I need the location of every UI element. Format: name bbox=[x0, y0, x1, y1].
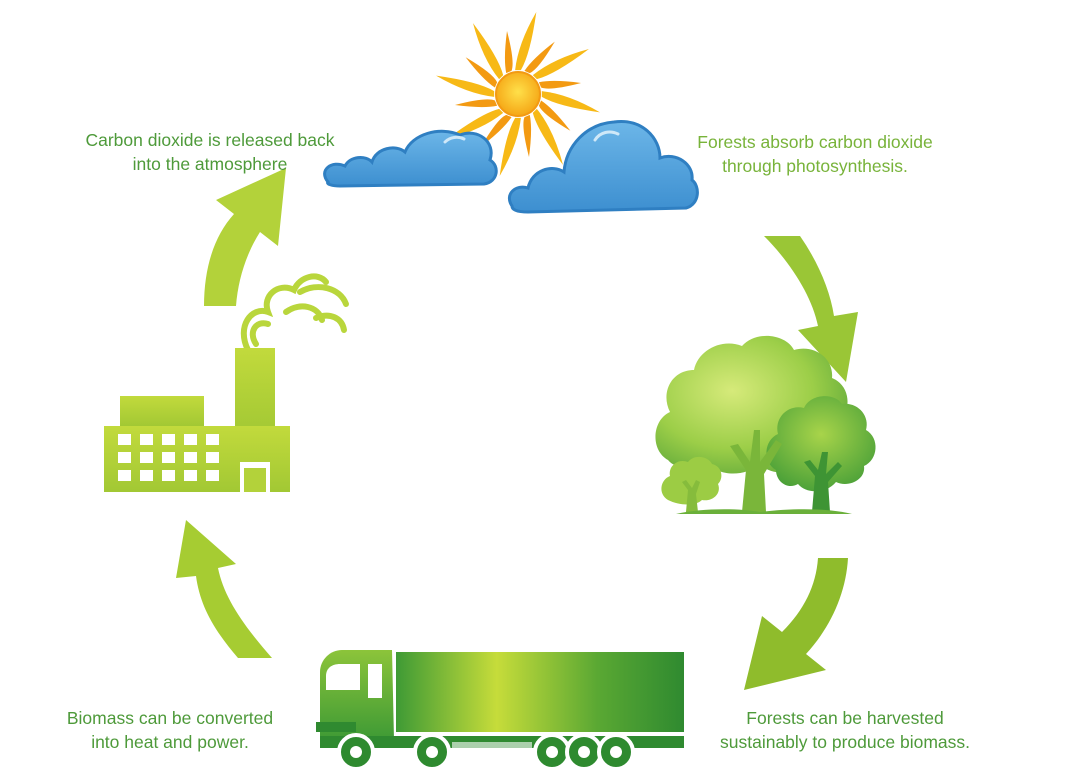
factory-window bbox=[140, 470, 153, 481]
cloud-highlight bbox=[593, 130, 620, 142]
sun-ray bbox=[532, 48, 589, 80]
truck-wheel-hub bbox=[578, 746, 590, 758]
factory-window bbox=[206, 470, 219, 481]
truck-side-rail bbox=[452, 742, 532, 748]
factory-window bbox=[184, 452, 197, 463]
factory-window bbox=[184, 470, 197, 481]
cloud-left bbox=[323, 129, 498, 188]
caption-line: Carbon dioxide is released back bbox=[85, 130, 335, 150]
truck-wheels bbox=[337, 733, 635, 771]
sun-ray bbox=[538, 80, 582, 89]
sun-rays bbox=[436, 12, 600, 176]
caption-line: Biomass can be converted bbox=[66, 708, 274, 728]
cloud-icon bbox=[323, 120, 699, 214]
factory-icon bbox=[104, 273, 349, 492]
factory-window bbox=[140, 452, 153, 463]
factory-window bbox=[162, 452, 175, 463]
sun-ray bbox=[515, 12, 537, 71]
sun-ray bbox=[541, 91, 600, 113]
cloud-right bbox=[507, 120, 699, 214]
sun-disc bbox=[495, 71, 541, 117]
truck-windshield bbox=[326, 664, 360, 690]
arrow-trees-to-truck bbox=[744, 558, 848, 690]
caption-forests-absorb: Forests absorb carbon dioxide through ph… bbox=[660, 130, 970, 178]
sun-ray bbox=[532, 108, 564, 165]
caption-co2-released: Carbon dioxide is released back into the… bbox=[60, 128, 360, 176]
tree-trunk bbox=[682, 480, 700, 512]
tree-icon bbox=[655, 335, 876, 514]
tree-trunk bbox=[730, 430, 782, 512]
ground-grass bbox=[676, 509, 852, 514]
truck-side-window bbox=[368, 664, 382, 698]
sun-ray bbox=[523, 114, 532, 158]
truck-wheel-hub bbox=[610, 746, 622, 758]
tree-foliage-right bbox=[766, 396, 876, 492]
sun-icon bbox=[436, 12, 600, 176]
factory-window bbox=[118, 452, 131, 463]
sun-ray bbox=[524, 41, 555, 74]
sun-ray bbox=[481, 114, 512, 147]
caption-line: sustainably to produce biomass. bbox=[720, 732, 970, 752]
arrow-icon bbox=[176, 168, 858, 690]
arrow-clouds-to-trees bbox=[764, 236, 858, 382]
caption-line: through photosynthesis. bbox=[722, 156, 908, 176]
sun-ray bbox=[436, 75, 495, 97]
sun-ray bbox=[472, 23, 504, 80]
factory-chimney bbox=[235, 348, 275, 434]
factory-window bbox=[162, 470, 175, 481]
sun-ray bbox=[538, 100, 571, 131]
sun-ray bbox=[465, 57, 498, 88]
truck-bumper bbox=[316, 722, 356, 732]
caption-forests-harvested: Forests can be harvested sustainably to … bbox=[690, 706, 1000, 754]
caption-line: into heat and power. bbox=[91, 732, 249, 752]
factory-roof-block bbox=[120, 396, 204, 426]
factory-window bbox=[118, 470, 131, 481]
sun-ray bbox=[504, 30, 513, 74]
factory-window bbox=[162, 434, 175, 445]
factory-window bbox=[118, 434, 131, 445]
caption-biomass-converted: Biomass can be converted into heat and p… bbox=[30, 706, 310, 754]
truck-icon bbox=[316, 650, 684, 771]
sun-ray bbox=[454, 99, 498, 108]
arrow-factory-to-clouds bbox=[204, 168, 286, 306]
factory-windows bbox=[118, 434, 219, 481]
factory-window bbox=[184, 434, 197, 445]
cloud-highlight bbox=[443, 135, 466, 144]
arrow-truck-to-factory bbox=[176, 520, 272, 658]
smoke-icon bbox=[240, 273, 349, 353]
truck-wheel-hub bbox=[546, 746, 558, 758]
caption-line: Forests absorb carbon dioxide bbox=[697, 132, 933, 152]
factory-door-inner bbox=[244, 468, 266, 492]
sun-ray bbox=[499, 117, 521, 176]
factory-window bbox=[206, 434, 219, 445]
caption-line: Forests can be harvested bbox=[746, 708, 944, 728]
factory-window bbox=[206, 452, 219, 463]
sun-ray bbox=[447, 108, 504, 140]
tree-trunk bbox=[804, 452, 842, 512]
factory-window bbox=[140, 434, 153, 445]
tree-foliage-small bbox=[661, 456, 722, 505]
truck-trailer bbox=[396, 652, 684, 732]
truck-wheel-hub bbox=[426, 746, 438, 758]
truck-wheel-hub bbox=[350, 746, 362, 758]
caption-line: into the atmosphere bbox=[132, 154, 288, 174]
